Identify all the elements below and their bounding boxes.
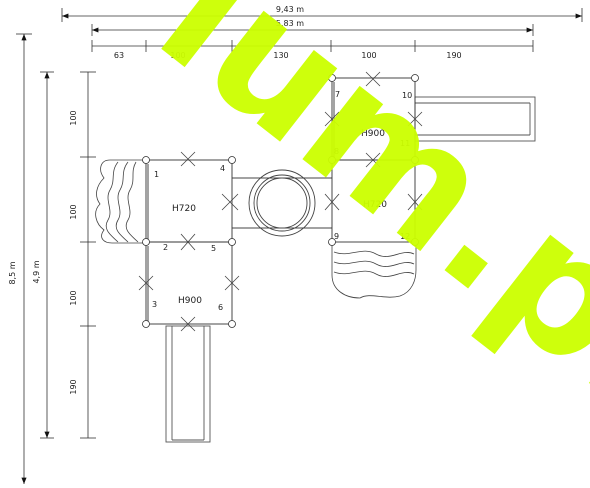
left-tower-braces (138, 151, 240, 332)
platform-label-right-lower: H720 (363, 200, 387, 210)
platform-label-right-upper: H900 (361, 129, 385, 139)
h-segment-2: 100 (170, 51, 185, 60)
v-segment-2: 100 (69, 204, 78, 219)
tube-bridge (232, 169, 332, 237)
inner-height-dimension (40, 71, 54, 439)
h-segment-5: 190 (446, 51, 461, 60)
h-segment-3: 130 (273, 51, 288, 60)
post-number-7: 7 (335, 90, 340, 99)
segment-width-dimension (91, 40, 534, 52)
post-number-8: 8 (334, 147, 339, 156)
post-number-6: 6 (218, 303, 223, 312)
v-segment-3: 100 (69, 290, 78, 305)
platform-label-left-lower: H900 (178, 296, 202, 306)
post-number-4: 4 (220, 164, 225, 173)
post-number-12: 12 (400, 232, 410, 241)
post-number-11: 11 (400, 139, 410, 148)
right-climbing-wall (331, 243, 417, 299)
post-number-1: 1 (154, 170, 159, 179)
posts (142, 74, 419, 328)
overall-width-dimension (61, 8, 583, 22)
v-segment-4: 190 (69, 379, 78, 394)
h-segment-4: 100 (361, 51, 376, 60)
overall-height-label: 8,5 m (8, 261, 17, 284)
platform-label-left-upper: H720 (172, 204, 196, 214)
watermark-text: lum.pl (125, 0, 590, 442)
segment-height-dimension (80, 71, 96, 439)
inner-height-label: 4,9 m (32, 260, 41, 283)
post-number-5: 5 (211, 244, 216, 253)
right-tower-braces (324, 71, 423, 211)
h-segment-1: 63 (114, 51, 124, 60)
inner-width-dimension (91, 24, 534, 36)
v-segment-1: 100 (69, 110, 78, 125)
overall-width-label: 9,43 m (276, 5, 304, 14)
left-slide (165, 325, 211, 443)
post-number-10: 10 (402, 91, 412, 100)
overall-height-dimension (16, 33, 32, 484)
post-number-3: 3 (152, 300, 157, 309)
post-number-9: 9 (334, 232, 339, 241)
post-number-2: 2 (163, 243, 168, 252)
left-climbing-wall (95, 159, 146, 244)
inner-width-label: 5,83 m (276, 19, 304, 28)
